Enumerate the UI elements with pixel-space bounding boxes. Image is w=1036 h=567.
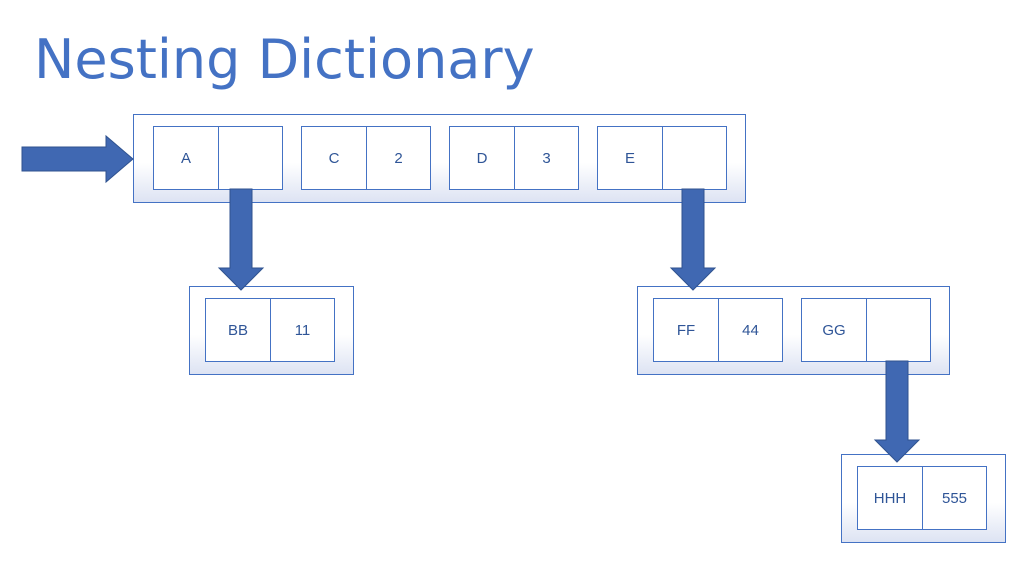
key-cell: C [328, 149, 340, 167]
arrow-e-to-nested-icon [669, 188, 717, 291]
root-dictionary: A C 2 D 3 E [133, 114, 746, 203]
key-cell: GG [822, 321, 846, 339]
page-title: Nesting Dictionary [34, 28, 535, 91]
key-cell: BB [227, 321, 248, 339]
value-cell [218, 127, 282, 189]
value-cell: 44 [718, 299, 782, 361]
pair-ff: FF 44 [653, 298, 783, 362]
arrow-gg-to-nested-icon [873, 360, 921, 463]
entry-arrow-icon [21, 134, 134, 184]
key-cell: A [180, 149, 191, 167]
value-cell: 11 [270, 299, 334, 361]
value-cell [662, 127, 726, 189]
key-cell: D [476, 149, 488, 167]
pair-bb: BB 11 [205, 298, 335, 362]
value-cell: 2 [366, 127, 430, 189]
pair-a: A [153, 126, 283, 190]
value-cell: 555 [922, 467, 986, 529]
a-nested-dictionary: BB 11 [189, 286, 354, 375]
arrow-a-to-nested-icon [217, 188, 265, 291]
pair-c: C 2 [301, 126, 431, 190]
pair-hhh: HHH 555 [857, 466, 987, 530]
pair-gg: GG [801, 298, 931, 362]
gg-nested-dictionary: HHH 555 [841, 454, 1006, 543]
key-cell: E [624, 149, 635, 167]
e-nested-dictionary: FF 44 GG [637, 286, 950, 375]
value-cell: 3 [514, 127, 578, 189]
key-cell: FF [676, 321, 696, 339]
pair-e: E [597, 126, 727, 190]
pair-d: D 3 [449, 126, 579, 190]
value-cell [866, 299, 930, 361]
key-cell: HHH [873, 489, 907, 507]
